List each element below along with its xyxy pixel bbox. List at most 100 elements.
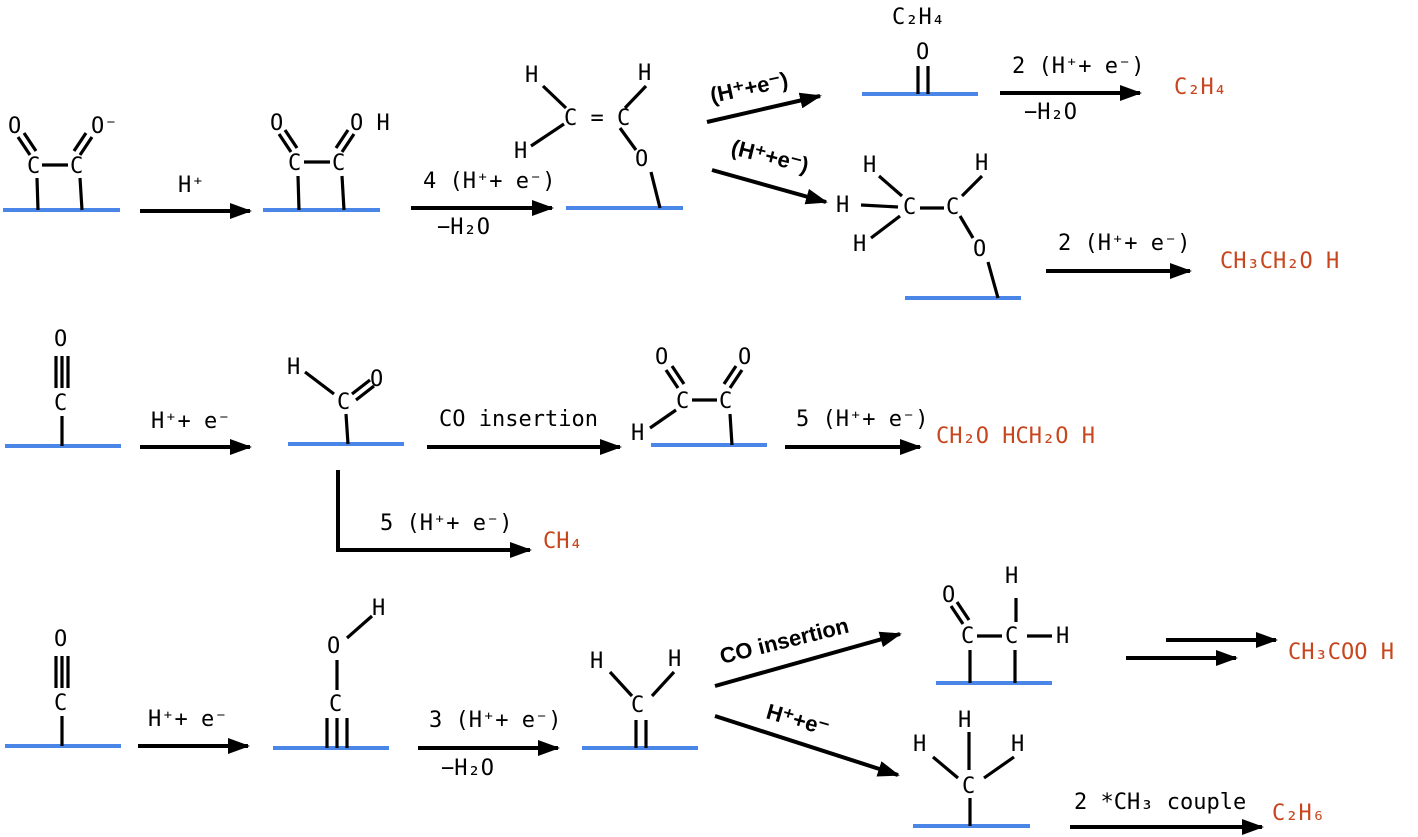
condition-label: H⁺ bbox=[178, 173, 205, 198]
condition-label: 2 *CH₃ couple bbox=[1074, 790, 1246, 815]
atom-h: H bbox=[1005, 564, 1018, 589]
atom-o: O bbox=[916, 40, 929, 65]
reaction-arrow bbox=[714, 631, 902, 688]
atom-o: O bbox=[54, 327, 67, 352]
c-h-bond bbox=[931, 755, 960, 780]
condition-label: 2 (H⁺+ e⁻) bbox=[1012, 54, 1144, 79]
atom-h: H bbox=[853, 232, 866, 257]
atom-h: H bbox=[958, 708, 971, 733]
atom-h: H bbox=[514, 139, 527, 164]
reaction-arrow bbox=[711, 168, 828, 205]
atom-c: C bbox=[961, 624, 974, 649]
surface-bond bbox=[35, 177, 40, 211]
formyl-adsorbate: H C O bbox=[287, 355, 404, 446]
double-bond bbox=[728, 369, 744, 389]
atom-h: H bbox=[1011, 732, 1024, 757]
atom-o: O bbox=[270, 111, 283, 136]
surface-bond bbox=[78, 177, 84, 211]
co-adsorbate: O C bbox=[5, 327, 121, 448]
surface-bond bbox=[986, 261, 1000, 299]
atom-h: H bbox=[668, 647, 681, 672]
atom-h: H bbox=[863, 153, 876, 178]
atom-c: C bbox=[70, 154, 83, 179]
double-bond bbox=[277, 133, 293, 153]
oxalic-acid-adsorbate: O O H C C bbox=[263, 111, 390, 212]
atom-c: C bbox=[337, 390, 350, 415]
c-o-bond bbox=[958, 215, 975, 239]
atom-c: C bbox=[54, 391, 67, 416]
surface-bond bbox=[340, 175, 346, 211]
ethoxy-adsorbate: H H H H C C O bbox=[836, 151, 1021, 300]
atom-h: H bbox=[913, 732, 926, 757]
atom-o: O bbox=[655, 345, 668, 370]
atom-oh: O H bbox=[350, 111, 390, 136]
ch2-adsorbate: H H C bbox=[582, 647, 698, 750]
atom-h: H bbox=[1056, 624, 1069, 649]
condition-label: 2 (H⁺+ e⁻) bbox=[1058, 231, 1190, 256]
condition-label: 5 (H⁺+ e⁻) bbox=[796, 407, 928, 432]
double-bond bbox=[955, 601, 971, 621]
surface-bond bbox=[296, 175, 301, 211]
condition-label: CO insertion bbox=[439, 407, 598, 432]
atom-c: C bbox=[631, 693, 644, 718]
product-ethane: C₂H₆ bbox=[1272, 801, 1325, 826]
double-bond bbox=[22, 132, 38, 152]
condition-label: H⁺+ e⁻ bbox=[148, 707, 227, 732]
condition-label: CO insertion bbox=[717, 613, 851, 669]
surface-bond bbox=[728, 413, 734, 446]
double-bond bbox=[340, 133, 356, 153]
c-h-bond bbox=[870, 214, 901, 240]
atom-h: H bbox=[975, 151, 988, 176]
atom-c: C bbox=[903, 195, 916, 220]
atom-c: C bbox=[946, 195, 959, 220]
atom-o: O bbox=[738, 345, 751, 370]
condition-label: −H₂O bbox=[1024, 100, 1077, 125]
product-ethanol: CH₃CH₂O H bbox=[1220, 249, 1339, 274]
double-bond bbox=[78, 136, 94, 156]
condition-label: 4 (H⁺+ e⁻) bbox=[423, 169, 555, 194]
c-h-bond bbox=[623, 84, 648, 110]
surface-bond bbox=[649, 171, 662, 209]
atom-h: H bbox=[525, 63, 538, 88]
c-h-bond bbox=[541, 84, 568, 110]
atom-c: C bbox=[54, 691, 67, 716]
double-bond bbox=[351, 378, 371, 396]
atom-c: C bbox=[1005, 624, 1018, 649]
reaction-arrow bbox=[706, 92, 822, 124]
double-bond bbox=[949, 605, 965, 625]
atom-o: O bbox=[973, 237, 986, 262]
ch3-adsorbate: H H H C bbox=[913, 708, 1030, 828]
atom-h: H bbox=[836, 193, 849, 218]
c-h-bond bbox=[650, 670, 676, 698]
c-h-bond bbox=[649, 408, 677, 430]
atom-c: C bbox=[719, 389, 732, 414]
ch2co-adsorbate: O H C C H bbox=[936, 564, 1069, 685]
double-bond bbox=[283, 129, 299, 149]
condition-label: −H₂O bbox=[437, 215, 490, 240]
c-h-bond bbox=[860, 203, 899, 209]
atom-o-minus: O⁻ bbox=[91, 114, 118, 139]
oxalate-adsorbate: O O⁻ C C bbox=[3, 114, 120, 212]
double-bond bbox=[72, 132, 88, 152]
atom-o: O bbox=[8, 114, 21, 139]
atom-c: C bbox=[962, 774, 975, 799]
glyoxal-adsorbate: O O C C H bbox=[631, 345, 767, 447]
double-bond bbox=[16, 136, 32, 156]
condition-label: 3 (H⁺+ e⁻) bbox=[429, 708, 561, 733]
condition-label: −H₂O bbox=[441, 756, 494, 781]
product-acetic-acid: CH₃COO H bbox=[1288, 640, 1394, 665]
condition-label: (H⁺+e⁻) bbox=[729, 135, 812, 178]
c-h-bond bbox=[983, 755, 1015, 780]
c-h-bond bbox=[608, 670, 634, 698]
vinyloxy-adsorbate: H H H C = C O bbox=[514, 61, 683, 210]
double-bond bbox=[722, 365, 738, 385]
c-o-bond bbox=[618, 127, 638, 151]
c-h-bond bbox=[877, 174, 904, 198]
c-h-bond bbox=[304, 370, 335, 396]
atom-o: O bbox=[942, 583, 955, 608]
coh-adsorbate: H O C bbox=[273, 596, 389, 750]
atom-c: C bbox=[332, 151, 345, 176]
atom-c: C bbox=[676, 389, 689, 414]
product-ethylene: C₂H₄ bbox=[1174, 75, 1227, 100]
